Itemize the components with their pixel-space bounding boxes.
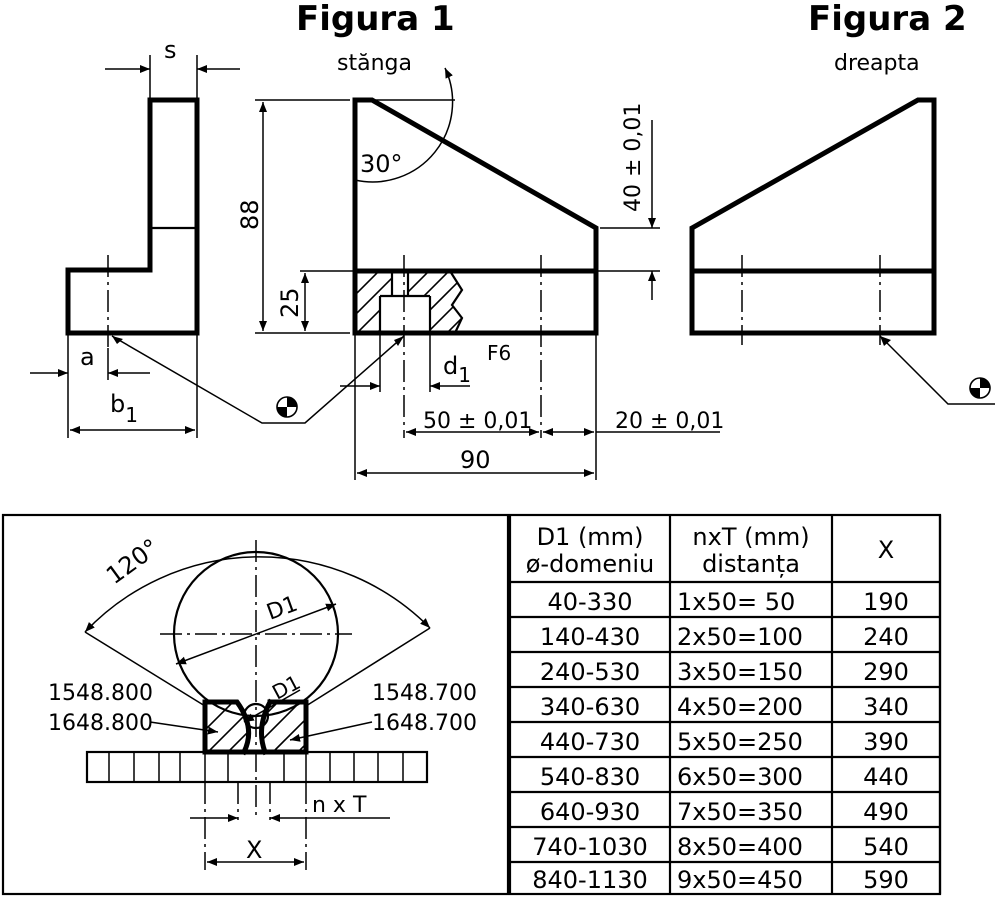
x-label: X xyxy=(246,836,262,864)
svg-text:490: 490 xyxy=(863,798,909,826)
table-row: 440-730 5x50=250 390 xyxy=(540,728,909,756)
svg-text:340: 340 xyxy=(863,693,909,721)
table-header-d1-sub: ø-domeniu xyxy=(526,550,655,578)
table-header-d1: D1 (mm) xyxy=(537,523,644,551)
figure-1-title: Figura 1 xyxy=(296,0,455,39)
figure-2-front-view xyxy=(689,97,937,345)
dim-b1: b1 xyxy=(110,390,138,427)
svg-text:540-830: 540-830 xyxy=(540,763,640,791)
vblock-detail: 120° D1 D1 xyxy=(48,533,477,870)
svg-text:390: 390 xyxy=(863,728,909,756)
table-header-x: X xyxy=(878,536,894,564)
figure-2-subtitle: dreapta xyxy=(834,51,920,76)
circle-d1-label: D1 xyxy=(264,592,302,626)
svg-text:7x50=350: 7x50=350 xyxy=(677,798,803,826)
side-view-l-profile: s a b1 xyxy=(30,36,240,438)
dim-fit-f6: F6 xyxy=(487,341,511,365)
n-x-t-label: n x T xyxy=(312,793,367,818)
dim-20: 20 ± 0,01 xyxy=(615,409,724,434)
svg-text:1x50= 50: 1x50= 50 xyxy=(677,588,795,616)
figure-2-title: Figura 2 xyxy=(808,0,967,39)
table-row: 40-330 1x50= 50 190 xyxy=(547,588,908,616)
dim-88: 88 xyxy=(236,199,264,230)
svg-text:240-530: 240-530 xyxy=(540,658,640,686)
svg-text:140-430: 140-430 xyxy=(540,623,640,651)
svg-text:40-330: 40-330 xyxy=(547,588,632,616)
table-row: 740-1030 8x50=400 540 xyxy=(532,833,909,861)
figure-1-front-view: 88 25 30° 40 ± 0,01 d1 F6 50 ± 0,01 20 ±… xyxy=(236,67,724,480)
dim-d1: d1 xyxy=(443,352,471,387)
svg-text:440: 440 xyxy=(863,763,909,791)
svg-text:8x50=400: 8x50=400 xyxy=(677,833,803,861)
table-row: 340-630 4x50=200 340 xyxy=(540,693,909,721)
code-left-1: 1548.800 xyxy=(48,681,153,706)
figure-1-subtitle: stănga xyxy=(337,51,412,76)
svg-text:4x50=200: 4x50=200 xyxy=(677,693,803,721)
code-right-2: 1648.700 xyxy=(372,711,477,736)
svg-text:5x50=250: 5x50=250 xyxy=(677,728,803,756)
svg-text:6x50=300: 6x50=300 xyxy=(677,763,803,791)
table-row: 240-530 3x50=150 290 xyxy=(540,658,909,686)
svg-text:590: 590 xyxy=(863,866,909,894)
table-row: 540-830 6x50=300 440 xyxy=(540,763,909,791)
code-left-2: 1648.800 xyxy=(48,711,153,736)
dim-s: s xyxy=(164,36,177,64)
dim-90: 90 xyxy=(460,446,491,474)
small-circle-d1-label: D1 xyxy=(268,670,304,704)
svg-text:190: 190 xyxy=(863,588,909,616)
svg-text:640-930: 640-930 xyxy=(540,798,640,826)
svg-text:740-1030: 740-1030 xyxy=(532,833,648,861)
code-right-1: 1548.700 xyxy=(372,681,477,706)
table-row: 140-430 2x50=100 240 xyxy=(540,623,909,651)
svg-text:3x50=150: 3x50=150 xyxy=(677,658,803,686)
svg-text:440-730: 440-730 xyxy=(540,728,640,756)
datum-symbol-right xyxy=(879,335,995,405)
svg-text:840-1130: 840-1130 xyxy=(532,866,648,894)
dimensions-table: D1 (mm) ø-domeniu nxT (mm) distanța X 40… xyxy=(508,513,942,896)
dim-angle-30: 30° xyxy=(360,150,403,178)
table-row: 840-1130 9x50=450 590 xyxy=(532,866,909,894)
dim-50: 50 ± 0,01 xyxy=(423,409,532,434)
dim-25: 25 xyxy=(276,287,304,318)
svg-text:9x50=450: 9x50=450 xyxy=(677,866,803,894)
dim-a: a xyxy=(80,343,95,371)
svg-text:240: 240 xyxy=(863,623,909,651)
svg-text:540: 540 xyxy=(863,833,909,861)
dim-40: 40 ± 0,01 xyxy=(621,103,646,212)
svg-text:290: 290 xyxy=(863,658,909,686)
table-row: 640-930 7x50=350 490 xyxy=(540,798,909,826)
table-header-nxt-sub: distanța xyxy=(702,550,800,578)
datum-symbol-left xyxy=(111,335,405,424)
table-header-nxt: nxT (mm) xyxy=(692,523,809,551)
svg-text:340-630: 340-630 xyxy=(540,693,640,721)
svg-text:2x50=100: 2x50=100 xyxy=(677,623,803,651)
detail-frame xyxy=(1,513,510,896)
